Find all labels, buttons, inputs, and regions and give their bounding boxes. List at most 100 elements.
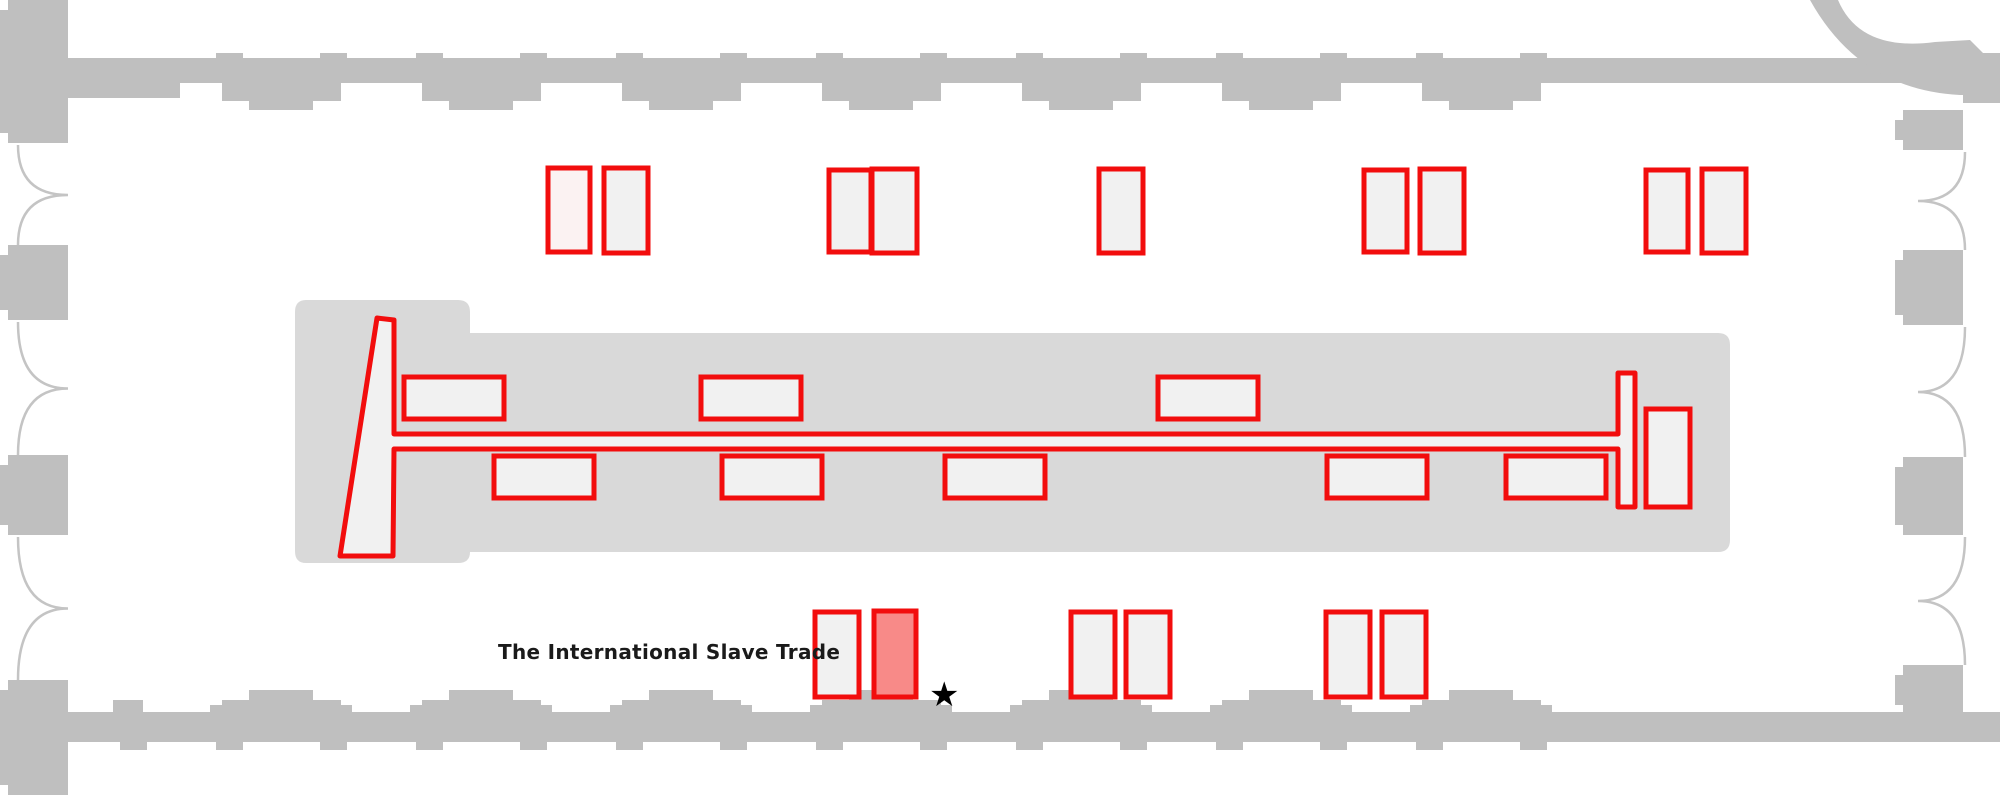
exhibit-case[interactable] <box>491 453 597 501</box>
right-wall <box>1963 712 2000 742</box>
exhibit-case[interactable] <box>1096 166 1146 256</box>
wall-pillar <box>216 742 243 750</box>
wall-pillar <box>1216 742 1243 750</box>
wall-pillar <box>320 742 347 750</box>
exhibit-case[interactable] <box>869 166 920 256</box>
wall-pillar <box>616 53 643 59</box>
exhibit-case[interactable] <box>1503 453 1609 501</box>
top-wall <box>68 58 180 98</box>
right-pillar <box>1895 467 1903 525</box>
gallery-label: The International Slave Trade <box>498 640 841 664</box>
star-icon: ★ <box>929 675 960 715</box>
exhibit-case[interactable] <box>1417 166 1467 256</box>
exhibit-case[interactable] <box>1123 609 1173 700</box>
wall-pillar <box>120 742 147 750</box>
wall-pillar <box>1320 742 1347 750</box>
exhibit-case-selected[interactable] <box>871 608 919 700</box>
wall-pillar <box>1320 53 1347 59</box>
left-pillar <box>8 0 68 143</box>
right-pillar <box>1903 665 1963 715</box>
exhibit-case[interactable] <box>1361 167 1410 255</box>
exhibit-case[interactable] <box>1643 406 1693 510</box>
exhibit-case[interactable] <box>826 167 874 255</box>
left-pillar <box>0 255 8 310</box>
wall-pillar <box>616 742 643 750</box>
doorway-arc <box>16 321 69 456</box>
doorway-arc <box>16 536 69 681</box>
wall-pillar <box>1416 742 1443 750</box>
right-pillar <box>1895 260 1903 315</box>
exhibit-case[interactable] <box>1155 374 1261 422</box>
exhibit-case[interactable] <box>401 374 507 422</box>
wall-pillar <box>1216 53 1243 59</box>
wall-pillar <box>810 705 952 712</box>
right-pillar <box>1895 120 1903 140</box>
wall-pillar <box>1010 705 1152 712</box>
wall-pillar <box>520 53 547 59</box>
exhibit-case[interactable] <box>1068 609 1118 700</box>
wall-pillar <box>720 742 747 750</box>
top-wall <box>68 58 1973 83</box>
exhibit-case[interactable] <box>1324 453 1430 501</box>
wall-pillar <box>520 742 547 750</box>
wall-pillar <box>249 83 313 110</box>
wall-pillar <box>816 742 843 750</box>
exhibit-case[interactable] <box>545 165 593 255</box>
left-pillar <box>0 10 8 133</box>
wall-pillar <box>920 742 947 750</box>
right-pillar <box>1903 457 1963 535</box>
wall-pillar <box>816 53 843 59</box>
right-pillar <box>1895 675 1903 705</box>
exhibit-case[interactable] <box>1643 167 1691 255</box>
exhibit-long-case[interactable] <box>337 315 1638 559</box>
exhibit-case[interactable] <box>1699 166 1749 256</box>
doorway-arc <box>16 144 69 246</box>
exhibit-case[interactable] <box>1379 609 1429 700</box>
wall-pillar <box>1049 83 1113 110</box>
wall-pillar <box>1120 742 1147 750</box>
wall-pillar <box>416 53 443 59</box>
wall-pillar <box>720 53 747 59</box>
exhibit-case[interactable] <box>812 609 862 700</box>
exhibit-case[interactable] <box>719 453 825 501</box>
wall-pillar <box>1449 83 1513 110</box>
wall-pillar <box>1016 53 1043 59</box>
wall-pillar <box>1520 742 1547 750</box>
doorway-arc <box>1917 326 1967 458</box>
wall-pillar <box>113 700 143 712</box>
wall-pillar <box>1210 705 1352 712</box>
wall-pillar <box>210 705 352 712</box>
right-pillar <box>1903 250 1963 325</box>
wall-pillar <box>320 53 347 59</box>
wall-pillar <box>610 705 752 712</box>
exhibits <box>401 165 1749 700</box>
left-pillar <box>0 690 8 785</box>
wall-pillar <box>920 53 947 59</box>
doorways <box>16 144 1967 681</box>
bottom-wall <box>68 712 1973 742</box>
wall-pillar <box>649 83 713 110</box>
doorway-arc <box>1917 151 1967 251</box>
exhibit-case[interactable] <box>942 453 1048 501</box>
left-pillar <box>8 245 68 320</box>
doorway-arc <box>1917 536 1967 666</box>
wall-pillar <box>1416 53 1443 59</box>
wall-pillar <box>416 742 443 750</box>
right-pillar <box>1903 110 1963 150</box>
wall-pillar <box>1016 742 1043 750</box>
exhibit-case[interactable] <box>698 374 804 422</box>
left-pillar <box>8 680 68 795</box>
wall-pillar <box>849 83 913 110</box>
exhibit-case[interactable] <box>1323 609 1373 700</box>
left-pillar <box>0 465 8 525</box>
wall-pillar <box>410 705 552 712</box>
wall-pillar <box>1410 705 1552 712</box>
exhibit-case[interactable] <box>601 165 651 256</box>
wall-pillar <box>216 53 243 59</box>
corner-wall <box>1810 0 2000 95</box>
wall-pillar <box>1120 53 1147 59</box>
wall-pillar <box>1249 83 1313 110</box>
wall-pillar <box>449 83 513 110</box>
